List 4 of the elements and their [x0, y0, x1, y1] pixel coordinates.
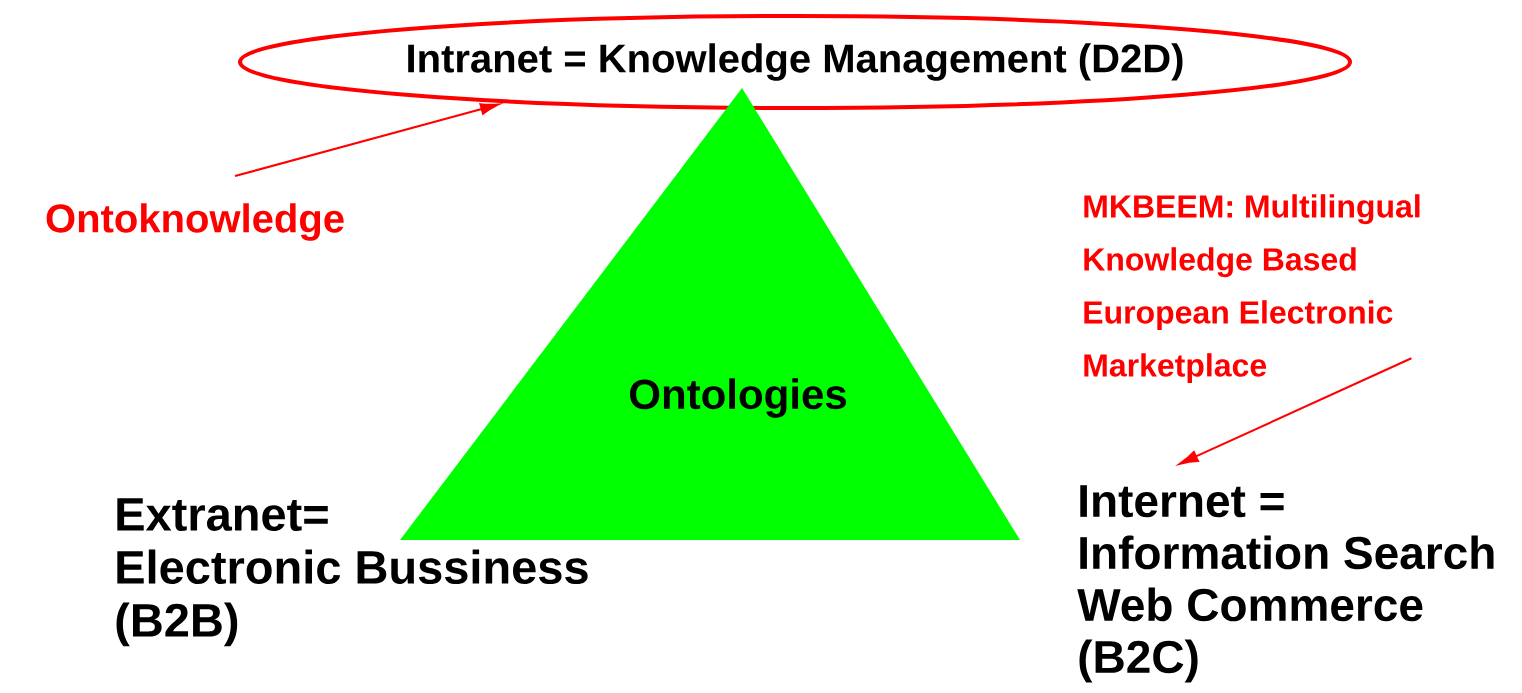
triangle: Ontologies — [400, 88, 1020, 540]
project-label: Ontoknowledge — [46, 203, 344, 241]
caption-text: Internet = Information Search Web Commerce (B2C) — [1077, 485, 1494, 683]
project-description: MKBEEM: Multilingual Knowledge Based European Electronic Marketplace — [1084, 194, 1420, 383]
